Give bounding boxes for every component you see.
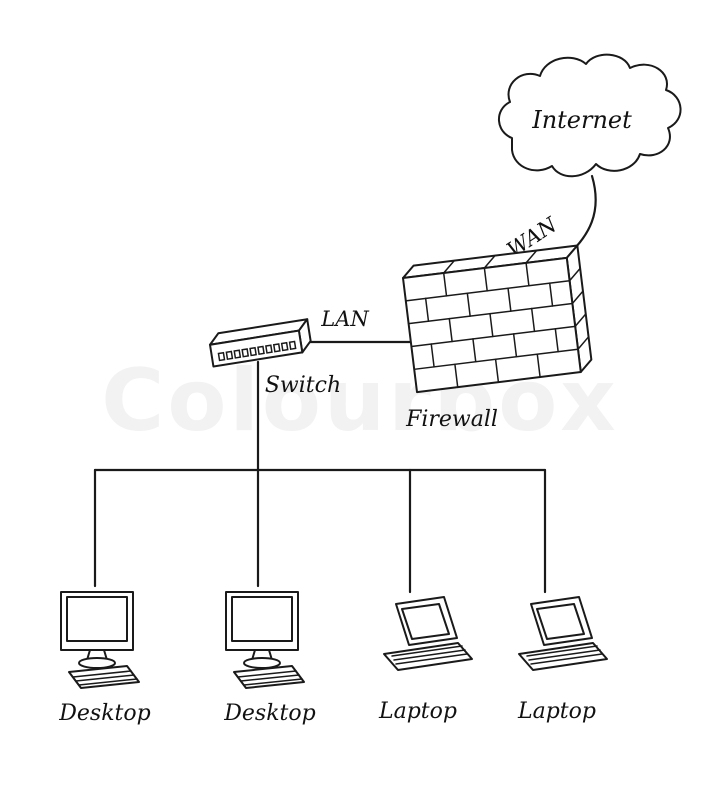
desktop2-label: Desktop [223, 701, 315, 726]
firewall-brick-joint [430, 343, 435, 368]
firewall-top-joint [483, 254, 496, 269]
internet-label: Internet [531, 106, 632, 134]
switch-port [217, 351, 226, 362]
firewall-brick-joint [489, 312, 494, 338]
firewall-brick-joint [554, 328, 559, 353]
firewall-brick-joint [448, 317, 453, 343]
firewall-brick-joint [472, 338, 477, 363]
firewall-brick-joint [530, 307, 536, 333]
firewall-brick-joint [466, 292, 471, 317]
switch-label: Switch [265, 373, 341, 398]
switch-port [272, 343, 281, 353]
desktop2-icon [225, 591, 305, 689]
switch-port [233, 349, 242, 359]
switch-port [280, 341, 289, 352]
switch-port [257, 345, 265, 356]
firewall-brick-joint [548, 282, 554, 307]
firewall-brick-joint [494, 358, 500, 383]
switch-front-face [208, 329, 304, 368]
switch-port [249, 346, 257, 357]
internet-cloud-node: Internet [498, 53, 682, 178]
switch-port [265, 344, 273, 354]
laptop2-label: Laptop [517, 699, 596, 724]
firewall-side-joint [577, 336, 590, 350]
firewall-brick-joint [512, 333, 518, 358]
firewall-brick-joint [454, 363, 459, 388]
cloud-shape [498, 53, 682, 178]
firewall-brick-joint [507, 287, 512, 312]
switch-node [208, 318, 312, 368]
firewall-top-joint [442, 259, 456, 274]
firewall-side-joint [574, 313, 587, 328]
laptop1-label: Laptop [378, 699, 457, 724]
firewall-side-joint [571, 290, 584, 305]
switch-port [288, 340, 297, 351]
switch-port [225, 350, 234, 361]
desktop1-label: Desktop [58, 701, 150, 726]
firewall-node [402, 244, 593, 394]
laptop1-icon [383, 596, 473, 671]
firewall-side-joint [568, 267, 581, 282]
desktop1-icon [60, 591, 140, 689]
firewall-brick-joint [483, 267, 488, 292]
switch-port [241, 348, 250, 358]
firewall-brick-joint [424, 297, 430, 322]
firewall-label: Firewall [405, 407, 498, 432]
laptop2-icon [518, 596, 608, 671]
lan-label: LAN [320, 307, 369, 331]
firewall-top-joint [525, 249, 538, 264]
firewall-brick-joint [442, 272, 448, 297]
firewall-brick-joint [525, 262, 530, 287]
firewall-brick-joint [536, 353, 541, 378]
